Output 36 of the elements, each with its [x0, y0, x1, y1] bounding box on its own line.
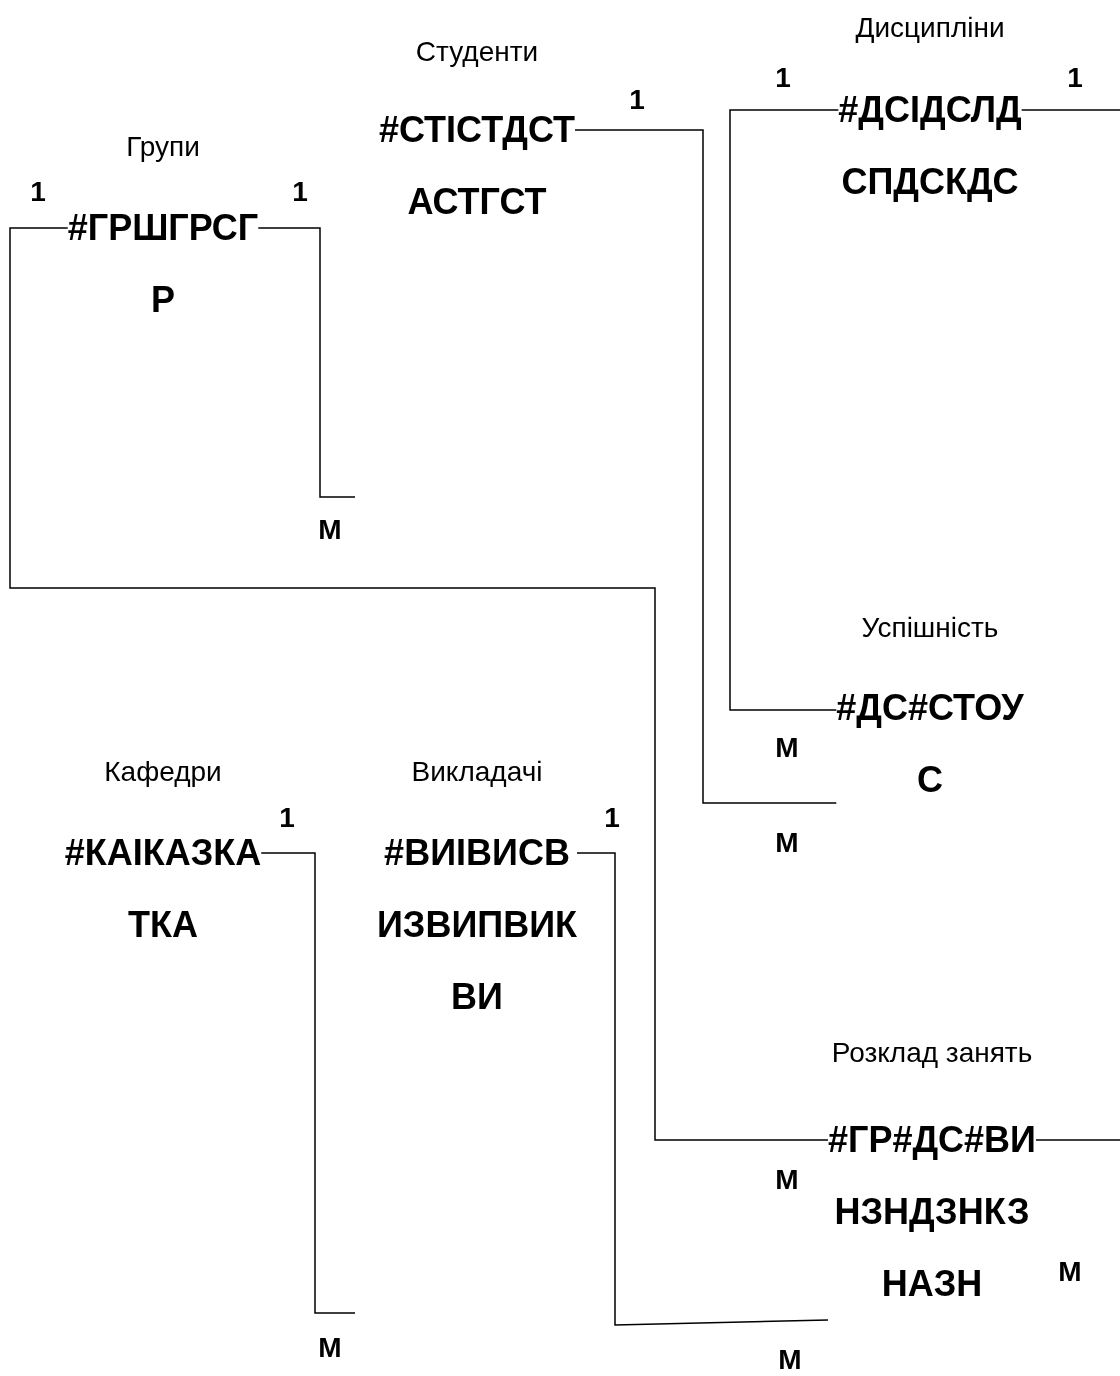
cardinality-label: 1	[604, 803, 620, 833]
attribute-list: #ВИІВИСВ ИЗВИПВИК ВИ	[377, 817, 577, 1033]
cardinality-label: 1	[629, 85, 645, 115]
cardinality-label: М	[1058, 1257, 1082, 1287]
connector-line	[9, 227, 829, 1141]
connector-line	[1035, 1139, 1120, 1141]
cardinality-label: М	[775, 1165, 799, 1195]
cardinality-label: М	[318, 1333, 342, 1363]
connector-line	[257, 227, 356, 498]
attribute-list: #ДС#СТОУ С	[836, 672, 1024, 816]
attribute-list: #КАІКАЗКА ТКА	[64, 817, 262, 961]
connector-line	[574, 129, 838, 804]
entity-name: Успішність	[860, 611, 1000, 645]
cardinality-label: 1	[292, 177, 308, 207]
entity-name: Викладачі	[410, 755, 544, 789]
connector-line	[1020, 109, 1120, 111]
entity-name: Кафедри	[103, 755, 223, 789]
entity-name: Групи	[125, 130, 201, 164]
entity-name: Студенти	[414, 35, 540, 69]
connector-line	[576, 852, 829, 1326]
cardinality-label: 1	[775, 63, 791, 93]
attribute-list: #СТІСТДСТ АСТГСТ	[378, 94, 576, 238]
cardinality-label: М	[318, 515, 342, 545]
connector-line	[260, 852, 356, 1314]
attribute-list: #ДСІДСЛД СПДСКДС	[838, 74, 1022, 218]
cardinality-label: 1	[1067, 63, 1083, 93]
cardinality-label: М	[778, 1345, 802, 1375]
entity-name: Розклад занять	[830, 1036, 1034, 1070]
entity-name: Дисципліни	[854, 11, 1006, 45]
attribute-list: #ГР#ДС#ВИ НЗНДЗНКЗ НАЗН	[828, 1104, 1036, 1320]
cardinality-label: 1	[30, 177, 46, 207]
cardinality-label: 1	[279, 803, 295, 833]
attribute-list: #ГРШГРСГ Р	[67, 192, 259, 336]
cardinality-label: М	[775, 733, 799, 763]
cardinality-label: М	[775, 828, 799, 858]
connector-line	[729, 109, 840, 711]
